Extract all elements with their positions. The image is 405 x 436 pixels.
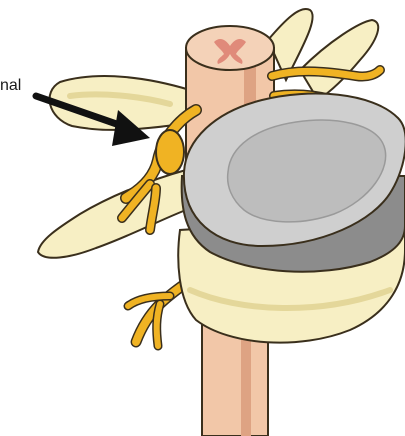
lamina-left-lower bbox=[38, 170, 186, 258]
nerve-root-right-upper bbox=[272, 70, 380, 77]
intervertebral-disc bbox=[182, 94, 405, 272]
spinous-process-right bbox=[300, 20, 378, 100]
figure-label: nal bbox=[0, 78, 21, 94]
dorsal-root-ganglion bbox=[156, 130, 184, 174]
nerve-root-left-lower-branch bbox=[157, 304, 160, 346]
